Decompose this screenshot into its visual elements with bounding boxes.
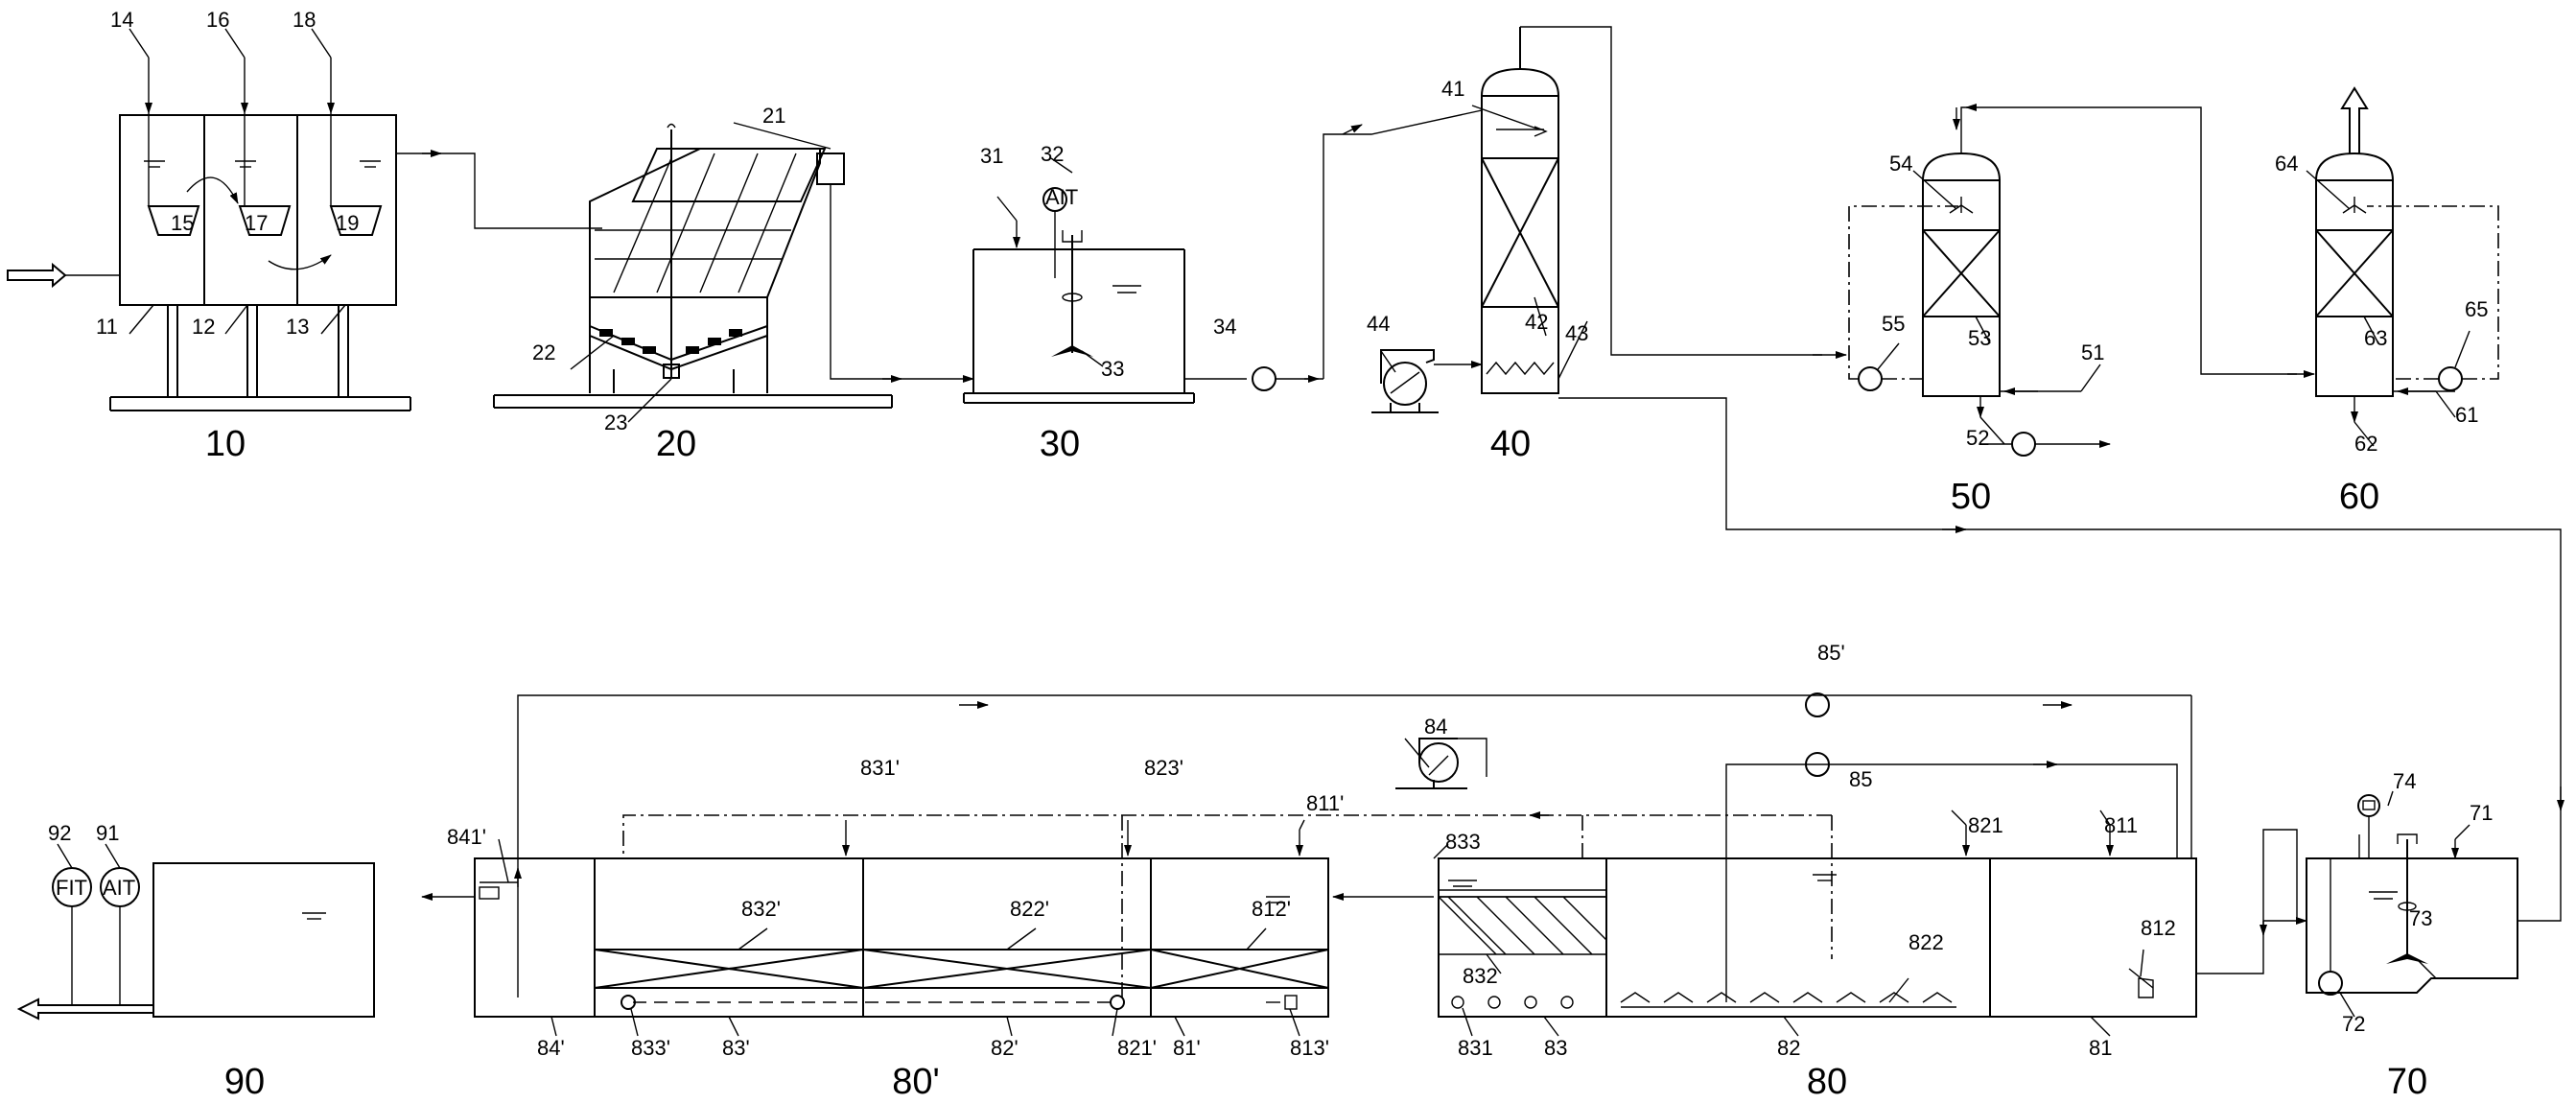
part-label: 92 — [48, 821, 71, 845]
part-label: 54 — [1889, 152, 1912, 176]
unit-70 — [2306, 790, 2518, 1018]
part-label: 42 — [1525, 310, 1548, 334]
unit-10 — [7, 28, 411, 411]
part-label: 81 — [2089, 1036, 2112, 1060]
part-label: 34 — [1213, 315, 1236, 339]
station-label: 30 — [1040, 424, 1080, 464]
part-label: 14 — [110, 8, 133, 32]
part-label: 832' — [741, 897, 781, 921]
part-label: 812' — [1252, 897, 1291, 921]
part-label: 19 — [336, 211, 359, 235]
unit-20 — [493, 122, 893, 423]
part-label: 51 — [2081, 340, 2104, 364]
part-label: 833 — [1445, 830, 1481, 854]
part-label: 833' — [631, 1036, 670, 1060]
unit-90 — [16, 843, 375, 1021]
part-label: 33 — [1101, 357, 1124, 381]
station-label: 80' — [892, 1062, 940, 1102]
part-label: 91 — [96, 821, 119, 845]
part-label: 82 — [1777, 1036, 1800, 1060]
part-label: 52 — [1966, 426, 1989, 450]
unit-80 — [514, 692, 2307, 1037]
station-label: 80 — [1807, 1062, 1847, 1102]
instrument-label: AIT — [103, 876, 135, 900]
part-label: 63 — [2364, 326, 2387, 350]
station-label: 60 — [2339, 477, 2379, 517]
part-label: 822' — [1010, 897, 1049, 921]
part-label: 831' — [860, 756, 900, 780]
part-label: 821' — [1117, 1036, 1157, 1060]
part-label: 62 — [2354, 432, 2377, 456]
station-label: 40 — [1490, 424, 1531, 464]
part-label: 72 — [2342, 1012, 2365, 1036]
part-label: 822 — [1909, 930, 1944, 954]
station-label: 90 — [224, 1062, 265, 1102]
part-label: 22 — [532, 340, 555, 364]
part-label: 71 — [2470, 801, 2493, 825]
part-label: 43 — [1565, 321, 1588, 345]
part-label: 55 — [1882, 312, 1905, 336]
unit-30 — [963, 157, 1195, 404]
part-label: 813' — [1290, 1036, 1329, 1060]
instrument-label: FIT — [56, 876, 87, 900]
part-label: 821 — [1968, 813, 2003, 837]
labels: 10 20 30 40 50 60 70 80 80' 90 11 12 13 14 15 16 17 18 19 2… — [48, 8, 2493, 1102]
unit-60 — [2306, 86, 2499, 447]
part-label: 83' — [722, 1036, 750, 1060]
part-label: 64 — [2275, 152, 2298, 176]
station-label: 20 — [656, 424, 696, 464]
station-label: 70 — [2387, 1062, 2427, 1102]
part-label: 811' — [1306, 791, 1344, 815]
part-label: 81' — [1173, 1036, 1201, 1060]
instrument-label: AIT — [1045, 185, 1078, 209]
part-label: 21 — [762, 104, 785, 128]
part-label: 65 — [2465, 297, 2488, 321]
part-label: 812 — [2141, 916, 2176, 940]
part-label: 84 — [1424, 715, 1447, 739]
part-label: 84' — [537, 1036, 565, 1060]
part-label: 61 — [2455, 403, 2478, 427]
part-label: 74 — [2393, 769, 2416, 793]
top-pipes — [396, 26, 2564, 922]
unit-80-prime — [421, 819, 1434, 1037]
unit-40 — [1371, 27, 1588, 413]
station-label: 10 — [205, 424, 246, 464]
part-label: 832 — [1463, 964, 1498, 988]
part-label: 15 — [171, 211, 194, 235]
part-label: 12 — [192, 315, 215, 339]
part-label: 811 — [2104, 813, 2138, 837]
part-label: 23 — [604, 411, 627, 434]
part-label: 831 — [1458, 1036, 1493, 1060]
part-label: 44 — [1367, 312, 1390, 336]
part-label: 85' — [1817, 641, 1845, 665]
part-label: 31 — [980, 144, 1003, 168]
part-label: 11 — [96, 315, 118, 339]
part-label: 85 — [1849, 767, 1872, 791]
part-label: 53 — [1968, 326, 1991, 350]
unit-50 — [1848, 134, 2111, 457]
part-label: 82' — [991, 1036, 1019, 1060]
part-label: 841' — [447, 825, 486, 849]
part-label: 17 — [245, 211, 268, 235]
part-label: 18 — [293, 8, 316, 32]
part-label: 73 — [2409, 906, 2432, 930]
part-label: 83 — [1544, 1036, 1567, 1060]
part-label: 41 — [1441, 77, 1464, 101]
part-label: 32 — [1041, 142, 1064, 166]
part-label: 16 — [206, 8, 229, 32]
station-label: 50 — [1951, 477, 1991, 517]
part-label: 13 — [286, 315, 309, 339]
part-label: 823' — [1144, 756, 1183, 780]
